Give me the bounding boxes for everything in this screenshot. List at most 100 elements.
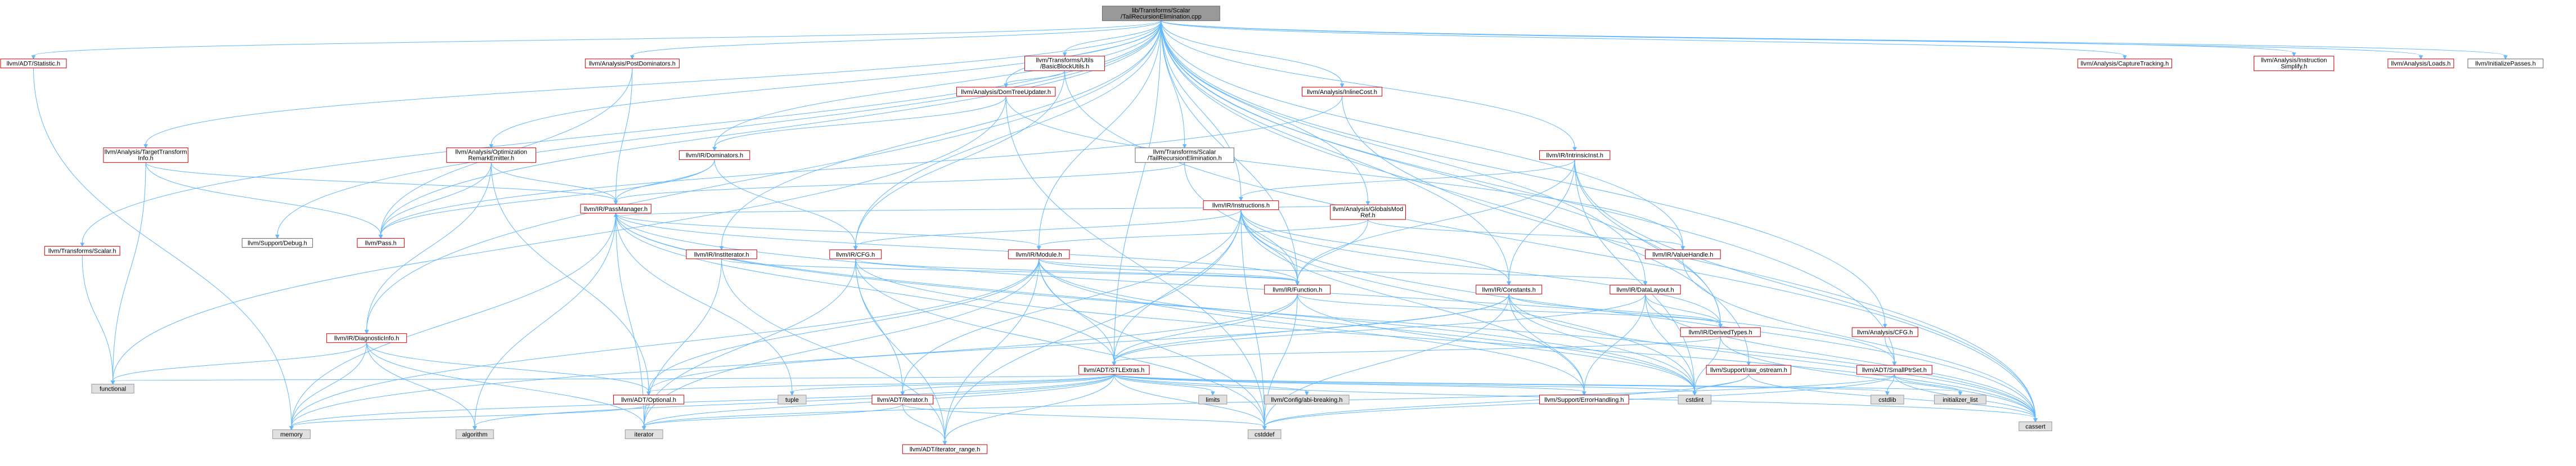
- edge-arrowhead: [1210, 391, 1215, 396]
- node-box: [1198, 395, 1228, 405]
- node-pass[interactable]: llvm/Pass.h: [357, 238, 405, 248]
- node-diaginfo[interactable]: llvm/IR/DiagnosticInfo.h: [326, 333, 407, 343]
- node-statistic[interactable]: llvm/ADT/Statistic.h: [0, 59, 67, 69]
- node-root[interactable]: lib/Transforms/Scalar/TailRecursionElimi…: [1102, 6, 1220, 21]
- edge-line: [1005, 96, 1265, 427]
- edge-line: [1039, 258, 1585, 392]
- edge-line: [1574, 159, 1695, 392]
- edge-arrowhead: [1036, 246, 1041, 250]
- node-cfganalysis[interactable]: llvm/Analysis/CFG.h: [1851, 327, 1918, 337]
- node-debug[interactable]: llvm/Support/Debug.h: [241, 238, 313, 248]
- node-capturetracking[interactable]: llvm/Analysis/CaptureTracking.h: [2077, 59, 2172, 69]
- edge-line: [902, 404, 1265, 427]
- node-function[interactable]: llvm/IR/Function.h: [1264, 284, 1331, 294]
- node-module[interactable]: llvm/IR/Module.h: [1008, 249, 1070, 259]
- node-institerator[interactable]: llvm/IR/InstIterator.h: [686, 249, 757, 259]
- node-iterator[interactable]: iterator: [624, 429, 663, 440]
- node-rawostream[interactable]: llvm/Support/raw_ostream.h: [1706, 365, 1792, 375]
- edge-root-to-capturetracking: [1161, 20, 2127, 60]
- node-label: cassert: [2025, 424, 2045, 431]
- node-valuehandle[interactable]: llvm/IR/ValueHandle.h: [1645, 249, 1721, 259]
- node-domtreeupd[interactable]: llvm/Analysis/DomTreeUpdater.h: [956, 87, 1056, 97]
- node-passmanager[interactable]: llvm/IR/PassManager.h: [580, 204, 651, 214]
- edge-dominators-to-cfgir: [714, 159, 858, 250]
- node-errorhandling[interactable]: llvm/Support/ErrorHandling.h: [1539, 395, 1629, 405]
- node-box: [1008, 249, 1070, 259]
- node-cstdlib[interactable]: cstdlib: [1871, 395, 1904, 405]
- node-box: [1476, 284, 1543, 294]
- node-initpasses[interactable]: llvm/InitializePasses.h: [2467, 59, 2544, 69]
- node-postdom[interactable]: llvm/Analysis/PostDominators.h: [585, 59, 680, 69]
- edge-line: [1113, 294, 1298, 362]
- node-instructions[interactable]: llvm/IR/Instructions.h: [1203, 200, 1279, 210]
- node-limits[interactable]: limits: [1198, 395, 1228, 405]
- edge-stlextras-to-tuple: [790, 374, 1114, 396]
- node-box: [871, 395, 934, 405]
- node-dominators[interactable]: llvm/IR/Dominators.h: [678, 150, 750, 160]
- edge-line: [1694, 374, 1749, 392]
- node-iterrange[interactable]: llvm/ADT/iterator_range.h: [902, 444, 988, 454]
- node-adtiterator[interactable]: llvm/ADT/iterator.h: [871, 395, 934, 405]
- edge-line: [1297, 219, 1369, 282]
- node-functional[interactable]: functional: [91, 384, 134, 394]
- node-optional[interactable]: llvm/ADT/Optional.h: [613, 395, 685, 405]
- edge-line: [902, 209, 1242, 392]
- edge-line: [644, 404, 903, 427]
- node-label: llvm/Transforms/Scalar.h: [48, 248, 116, 255]
- node-inlinecost[interactable]: llvm/Analysis/InlineCost.h: [1302, 87, 1383, 97]
- edge-line: [1645, 294, 1695, 392]
- edge-line: [1161, 20, 2125, 56]
- node-constants[interactable]: llvm/IR/Constants.h: [1476, 284, 1543, 294]
- node-memory[interactable]: memory: [272, 429, 311, 440]
- edge-line: [1297, 159, 1575, 282]
- edge-line: [291, 404, 649, 427]
- edge-line: [1264, 294, 1509, 427]
- edge-line: [1161, 20, 1646, 282]
- node-datalayout[interactable]: llvm/IR/DataLayout.h: [1610, 284, 1681, 294]
- edge-line: [1264, 374, 1749, 427]
- edge-module-to-datalayout: [1039, 258, 1648, 286]
- node-ore[interactable]: llvm/Analysis/OptimizationRemarkEmitter.…: [446, 147, 537, 163]
- node-bbutils[interactable]: llvm/Transforms/Utils/BasicBlockUtils.h: [1024, 56, 1105, 71]
- edge-line: [615, 213, 1695, 392]
- node-loads[interactable]: llvm/Analysis/Loads.h: [2388, 59, 2454, 69]
- node-smallptrset[interactable]: llvm/ADT/SmallPtrSet.h: [1856, 365, 1932, 375]
- edge-root-to-tti: [143, 20, 1162, 149]
- edge-postdom-to-passmanager: [613, 68, 633, 205]
- edge-module-to-iterator: [641, 258, 1040, 431]
- edge-line: [291, 294, 1298, 427]
- edge-line: [902, 404, 946, 442]
- edge-cfgir-to-adtiterator: [855, 258, 905, 396]
- edge-arrowhead: [364, 330, 369, 334]
- node-intrinsicinst[interactable]: llvm/IR/IntrinsicInst.h: [1539, 150, 1611, 160]
- node-label: llvm/IR/DerivedTypes.h: [1689, 329, 1752, 336]
- edge-stlextras-to-abibreaking: [1113, 374, 1309, 396]
- node-tuple[interactable]: tuple: [777, 395, 807, 405]
- node-tailrec[interactable]: llvm/Transforms/Scalar/TailRecursionElim…: [1135, 147, 1234, 163]
- edge-line: [1113, 374, 1213, 392]
- node-initlist[interactable]: initializer_list: [1934, 395, 1986, 405]
- edge-line: [1240, 209, 2036, 419]
- edge-module-to-function: [1039, 258, 1300, 286]
- edge-arrowhead: [790, 391, 794, 396]
- node-cstddef[interactable]: cstddef: [1247, 429, 1282, 440]
- node-tscalar[interactable]: llvm/Transforms/Scalar.h: [44, 246, 120, 256]
- edge-arrowhead: [489, 144, 493, 149]
- node-cstdint[interactable]: cstdint: [1678, 395, 1712, 405]
- edge-line: [615, 204, 1369, 217]
- node-box: [1851, 327, 1918, 337]
- node-stlextras[interactable]: llvm/ADT/STLExtras.h: [1078, 365, 1150, 375]
- edge-line: [291, 258, 1040, 427]
- node-algorithm[interactable]: algorithm: [456, 429, 494, 440]
- node-cassert[interactable]: cassert: [2018, 422, 2052, 432]
- node-cfgir[interactable]: llvm/IR/CFG.h: [829, 249, 882, 259]
- edge-datalayout-to-derivedtypes: [1645, 294, 1723, 329]
- node-abibreaking[interactable]: llvm/Config/abi-breaking.h: [1264, 395, 1350, 405]
- edge-root-to-dominators: [712, 20, 1162, 151]
- node-derivedtypes[interactable]: llvm/IR/DerivedTypes.h: [1680, 327, 1761, 337]
- node-label: Info.h: [138, 155, 154, 162]
- edge-line: [721, 20, 1162, 247]
